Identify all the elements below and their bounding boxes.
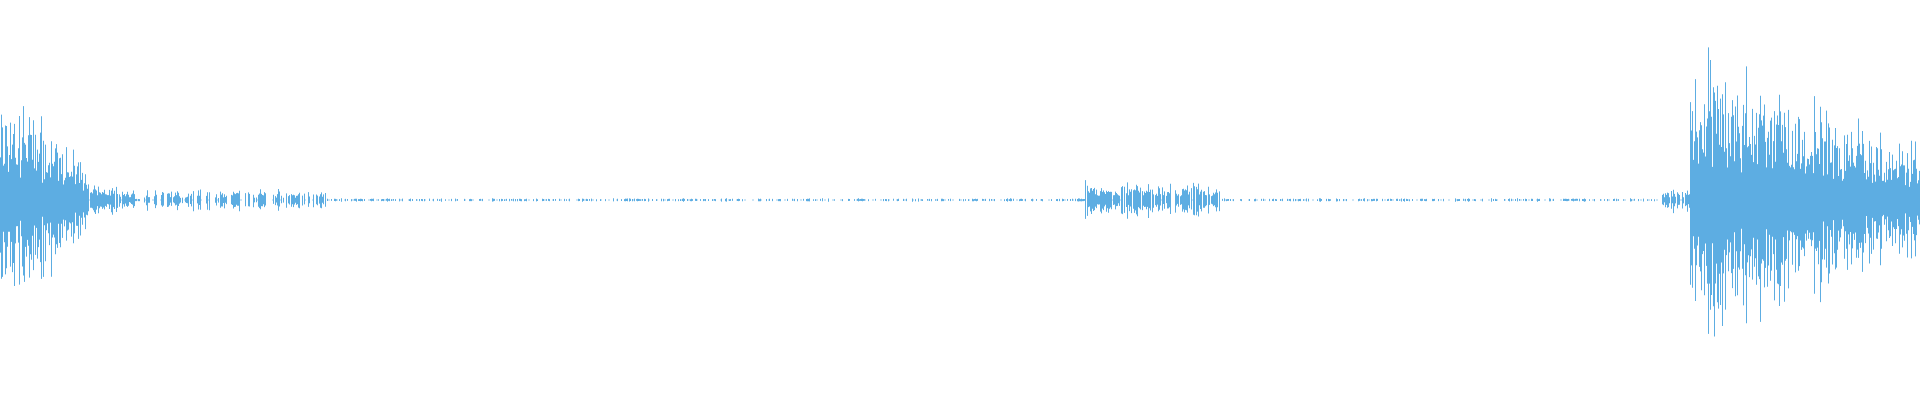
waveform-path — [0, 47, 1920, 337]
waveform-amplitude-lines — [0, 47, 1920, 337]
